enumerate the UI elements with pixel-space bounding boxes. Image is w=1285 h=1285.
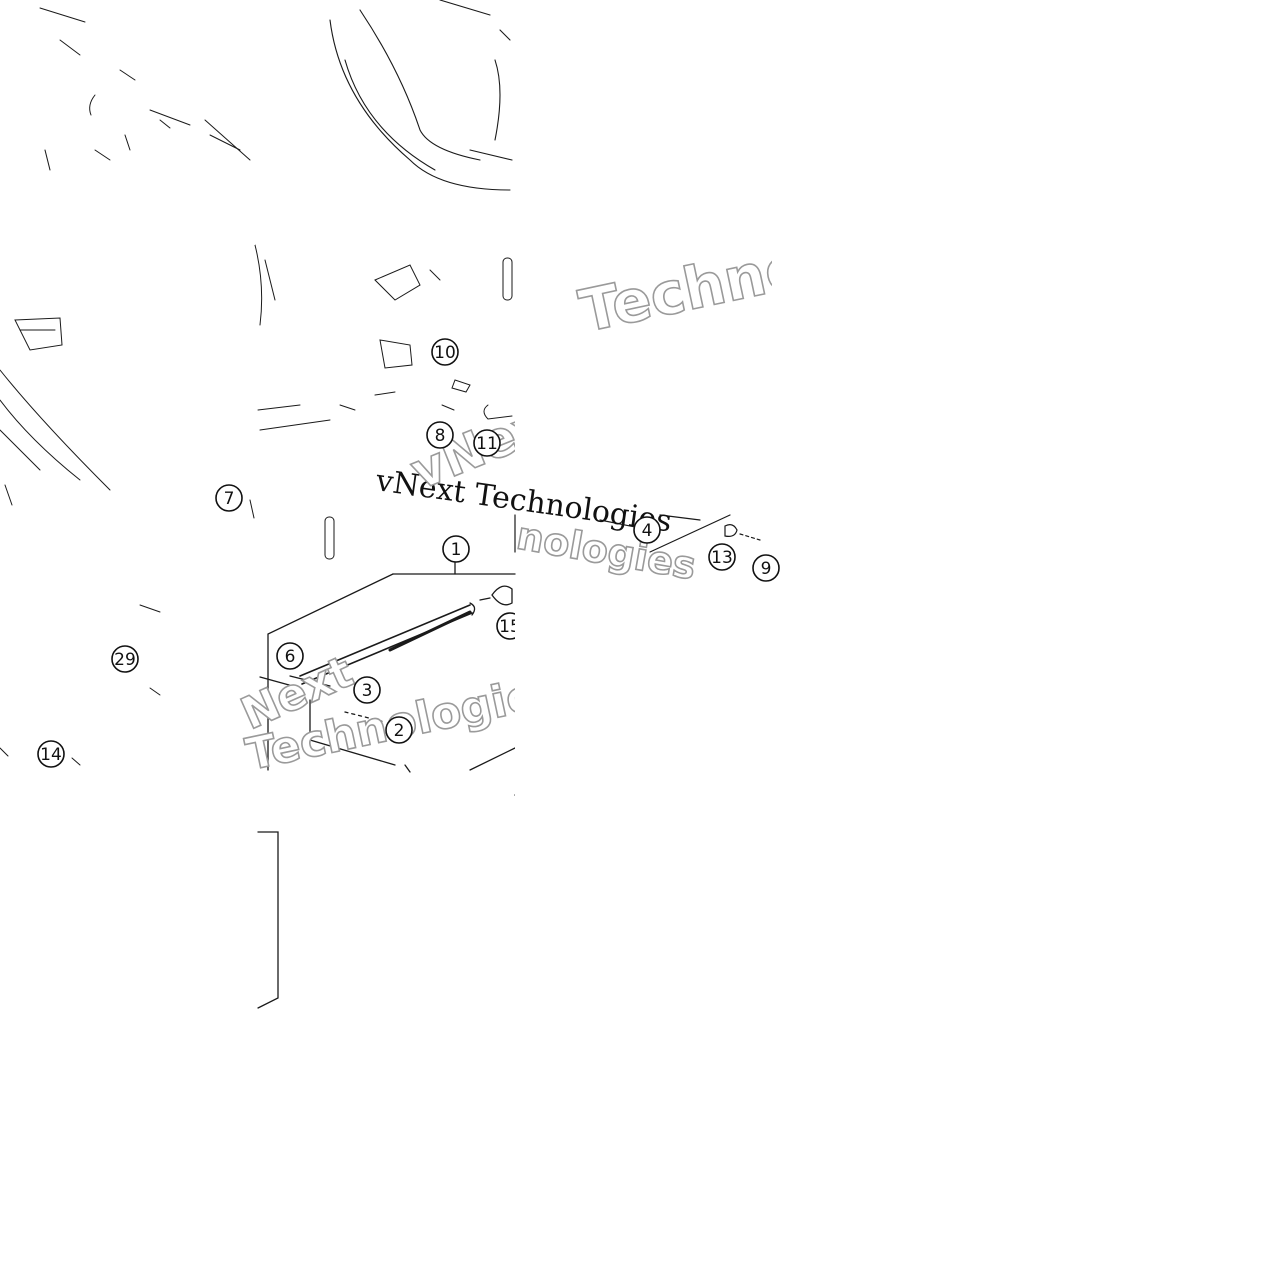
sketch-center [254,244,513,560]
callout-1: 1 [442,535,470,563]
svg-text:9: 9 [761,559,772,579]
callout-9: 9 [752,554,780,582]
callout-8: 8 [426,421,454,449]
svg-text:13: 13 [711,548,733,568]
callout-2: 2 [385,716,413,744]
callout-14: 14 [37,740,65,768]
tile-edge-masks [515,580,545,650]
callout-13: 13 [708,543,736,571]
callout-4: 4 [633,516,661,544]
callout-10: 10 [431,338,459,366]
callout-11: 11 [473,429,501,457]
svg-text:1: 1 [451,540,462,560]
svg-text:11: 11 [476,434,498,454]
sketch-right-shaft [514,514,761,553]
svg-text:8: 8 [435,426,446,446]
assembly-frame [259,561,516,773]
callout-29: 29 [111,645,139,673]
svg-text:29: 29 [114,650,136,670]
callout-3: 3 [353,676,381,704]
svg-text:14: 14 [40,745,62,765]
callout-6: 6 [276,642,304,670]
svg-text:6: 6 [285,647,296,667]
svg-text:10: 10 [434,343,456,363]
svg-text:4: 4 [642,521,653,541]
sketch-mid-left [0,317,255,766]
sketch-top-center [329,0,513,191]
callout-7: 7 [215,484,243,512]
svg-text:3: 3 [362,681,373,701]
svg-text:2: 2 [394,721,405,741]
sketch-top-left [39,7,251,209]
sketch-lower-frame [257,794,520,1009]
svg-text:7: 7 [224,489,235,509]
